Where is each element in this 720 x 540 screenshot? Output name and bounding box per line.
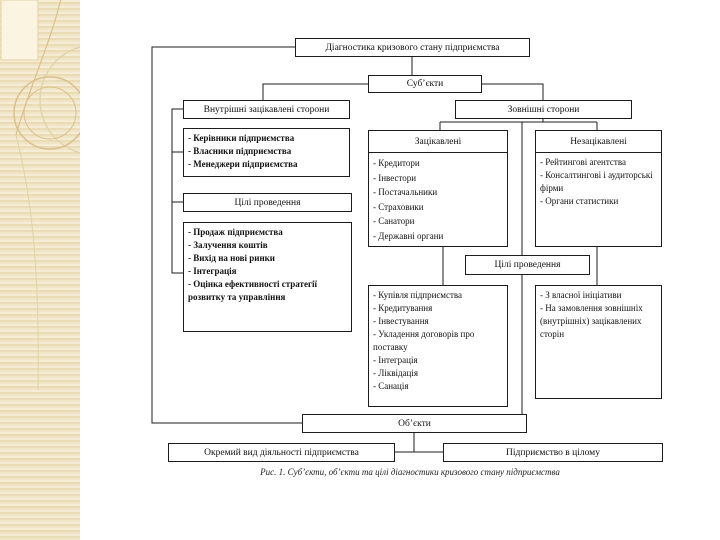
- list-item: - Продаж підприємства: [188, 227, 283, 237]
- list-item: - Укладення договорів про поставку: [373, 329, 475, 352]
- activity-type-box: Окремий вид діяльності підприємства: [168, 443, 395, 462]
- sidebar-decoration-graphic: [0, 0, 80, 391]
- list-item: - Інтеграція: [373, 355, 418, 365]
- list-item: - Рейтингові агентства: [540, 157, 626, 167]
- slide-template-sidebar: [0, 0, 80, 540]
- interested-header-box: Зацікавлені: [368, 130, 508, 152]
- whole-enterprise-box: Підприємство в цілому: [443, 443, 663, 462]
- list-item: - На замовлення зовнішніх (внутрішніх) з…: [540, 303, 643, 339]
- list-item: - З власної ініціативи: [540, 290, 622, 300]
- diagram-title-box: Діагностика кризового стану підприємства: [295, 38, 530, 57]
- list-item: - Оцінка ефективності стратегії розвитку…: [188, 279, 318, 302]
- connector-objects-bottom: [395, 433, 443, 453]
- list-item: - Вихід на нові ринки: [188, 253, 275, 263]
- list-item: - Органи статистики: [540, 196, 619, 206]
- connector-subjects-external: [482, 83, 544, 100]
- list-item: - Менеджери підприємства: [188, 159, 298, 169]
- sidebar-swoosh-curve: [15, 0, 62, 136]
- subjects-box: Суб’єкти: [368, 75, 482, 93]
- list-item: - Власники підприємства: [188, 146, 292, 156]
- list-item: - Санація: [373, 381, 409, 391]
- figure-caption: Рис. 1. Суб’єкти, об’єкти та цілі діагно…: [260, 467, 560, 477]
- internal-goals-list-box: - Продаж підприємства - Залучення коштів -…: [183, 222, 352, 332]
- uninterested-header-box: Незацікавлені: [535, 130, 662, 152]
- connector-internal-bracket: [171, 108, 183, 274]
- objects-box: Об’єкти: [302, 414, 527, 433]
- uninterested-members-list-box: - Рейтингові агентства - Консалтингові і …: [535, 152, 662, 247]
- internal-parties-header-box: Внутрішні зацікавлені сторони: [183, 100, 350, 119]
- list-item: - Санатори: [373, 216, 415, 226]
- list-item: - Державні органи: [373, 230, 444, 241]
- sidebar-swoosh-tail: [15, 134, 39, 391]
- sidebar-highlight-panel: [0, 0, 39, 61]
- external-parties-header-box: Зовнішні сторони: [455, 100, 632, 119]
- uninterested-goals-list-box: - З власної ініціативи - На замовлення зо…: [535, 285, 662, 399]
- list-item: - Залучення коштів: [188, 240, 268, 250]
- list-item: - Постачальники: [373, 187, 438, 197]
- internal-goals-header-box: Цілі проведення: [183, 193, 352, 212]
- sidebar-inner-ring: [23, 86, 77, 140]
- sidebar-outer-ring: [13, 76, 80, 150]
- list-item: - Інвестори: [373, 172, 417, 183]
- connector-subjects-internal: [262, 83, 368, 100]
- list-item: - Купівля підприємства: [373, 290, 463, 300]
- external-goals-header-box: Цілі проведення: [465, 255, 590, 275]
- list-item: - Інвестування: [373, 316, 429, 326]
- interested-goals-list-box: - Купівля підприємства - Кредитування - Ін…: [368, 285, 508, 407]
- list-item: - Інтеграція: [188, 266, 237, 276]
- interested-members-list-box: - Кредитори - Інвестори - Постачальники - С…: [368, 152, 508, 247]
- sidebar-large-ring: [39, 46, 80, 154]
- list-item: - Керівники підприємства: [188, 133, 295, 143]
- list-item: - Кредитування: [373, 303, 433, 313]
- list-item: - Страховики: [373, 201, 424, 212]
- internal-members-list-box: - Керівники підприємства - Власники підпр…: [183, 128, 350, 177]
- list-item: - Кредитори: [373, 158, 420, 168]
- list-item: - Ліквідація: [373, 368, 419, 378]
- list-item: - Консалтингові і аудиторські фірми: [540, 170, 653, 193]
